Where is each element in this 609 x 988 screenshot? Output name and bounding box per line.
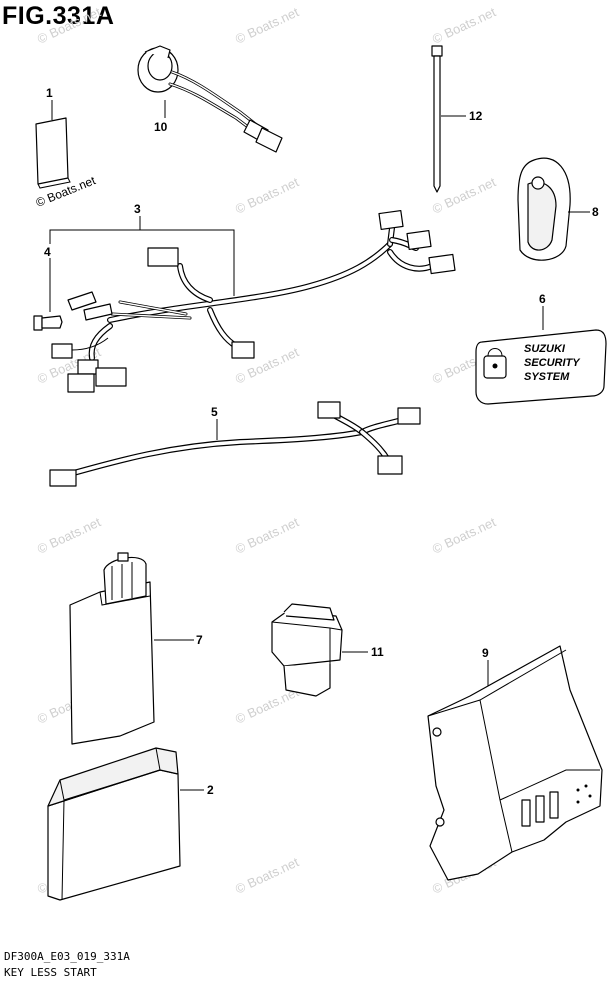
callout-12: 12 xyxy=(469,109,483,123)
sticker-line-1: SUZUKI xyxy=(524,343,566,355)
model-code: DF300A_E03_019_331A xyxy=(4,950,130,963)
watermark: © Boats.net xyxy=(430,514,498,557)
part-3-main-harness[interactable]: 3 xyxy=(49,202,456,393)
watermark: © Boats.net xyxy=(35,4,103,47)
part-10-sensor[interactable]: 10 xyxy=(137,45,283,153)
watermark: © Boats.net xyxy=(430,4,498,47)
part-11-switch[interactable]: 11 xyxy=(271,603,384,697)
part-1-card[interactable]: 1 © Boats.net xyxy=(34,86,98,210)
part-2-holder[interactable]: 2 xyxy=(47,747,214,901)
part-9-bracket[interactable]: 9 xyxy=(427,645,603,881)
sticker-line-2: SECURITY xyxy=(524,357,581,369)
callout-1: 1 xyxy=(46,86,53,100)
watermark: © Boats.net xyxy=(35,514,103,557)
part-8-key-fob[interactable]: 8 xyxy=(517,157,599,261)
watermark: © Boats.net xyxy=(233,174,301,217)
watermark: © Boats.net xyxy=(233,854,301,897)
watermark: © Boats.net xyxy=(233,514,301,557)
part-6-security-sticker[interactable]: 6 SUZUKI SECURITY SYSTEM xyxy=(475,292,607,405)
callout-5: 5 xyxy=(211,405,218,419)
figure-title: FIG.331A xyxy=(2,2,115,30)
callout-10: 10 xyxy=(154,120,168,134)
callout-9: 9 xyxy=(482,646,489,660)
callout-7: 7 xyxy=(196,633,203,647)
part-12-cable-tie[interactable]: 12 xyxy=(431,45,483,193)
callout-8: 8 xyxy=(592,205,599,219)
callout-4: 4 xyxy=(44,245,51,259)
part-7-control-module[interactable]: 7 xyxy=(69,552,203,745)
callout-6: 6 xyxy=(539,292,546,306)
callout-2: 2 xyxy=(207,783,214,797)
callout-3: 3 xyxy=(134,202,141,216)
part-4-screw[interactable]: 4 xyxy=(33,245,63,331)
sticker-line-3: SYSTEM xyxy=(524,371,570,383)
figure-caption: KEY LESS START xyxy=(4,966,97,979)
callout-11: 11 xyxy=(371,645,384,659)
watermark: © Boats.net xyxy=(233,4,301,47)
part-5-sub-harness[interactable]: 5 xyxy=(49,401,421,487)
